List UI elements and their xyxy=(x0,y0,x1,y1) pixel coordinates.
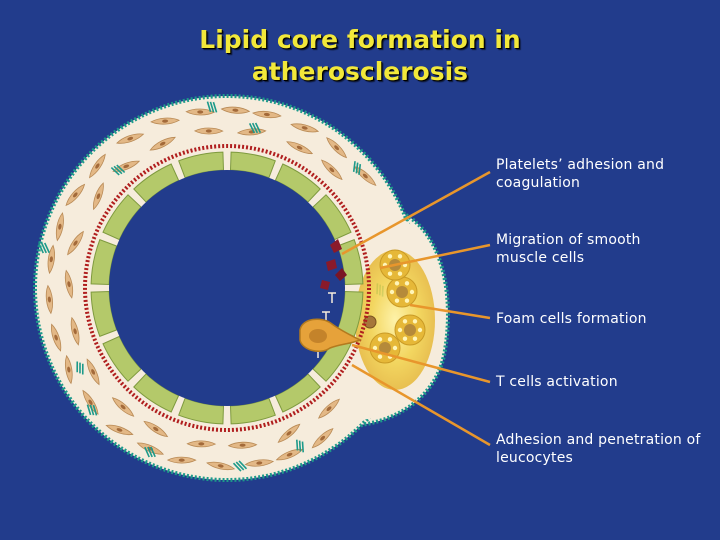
leader-lines xyxy=(341,170,491,447)
smooth-muscle-cell xyxy=(93,182,104,211)
collagen-fiber xyxy=(38,242,50,254)
smooth-muscle-cell xyxy=(244,459,275,467)
label-t-cells: T cells activation xyxy=(496,374,618,390)
smooth-muscle-cell xyxy=(311,428,334,449)
smooth-muscle-cell xyxy=(326,137,348,159)
smooth-muscle-cell xyxy=(86,358,100,386)
smooth-muscle-cell xyxy=(45,284,53,315)
smooth-muscle-cell xyxy=(252,110,282,119)
smooth-muscle-cell xyxy=(286,141,314,155)
platelets xyxy=(320,239,347,290)
smooth-muscle-cell xyxy=(111,397,135,417)
smooth-muscle-cell xyxy=(220,106,251,114)
smooth-muscle-cell xyxy=(50,323,62,352)
smooth-muscle-cell xyxy=(65,354,73,385)
label-adhesion: Adhesion and penetration of leucocytes xyxy=(496,432,701,466)
foam-cell xyxy=(394,314,426,346)
leader-t-cells xyxy=(351,343,491,384)
lipid-core xyxy=(355,249,435,390)
smooth-muscle-cell xyxy=(275,448,304,461)
smooth-muscle-cell xyxy=(185,108,216,116)
collagen-fiber xyxy=(232,460,248,472)
smooth-muscle-cell xyxy=(116,133,145,144)
title-line-2: atherosclerosis xyxy=(251,57,469,86)
slide-title: Lipid core formation in atherosclerosis xyxy=(0,24,720,88)
smooth-muscle-cell xyxy=(143,420,169,438)
label-foam-cells: Foam cells formation xyxy=(496,311,647,327)
smooth-muscle-cell xyxy=(55,212,64,242)
title-line-1: Lipid core formation in xyxy=(199,25,521,54)
smooth-muscle-cell xyxy=(64,269,74,299)
smooth-muscle-cell xyxy=(112,160,141,172)
smooth-muscle-cell xyxy=(318,398,340,419)
collagen-fiber xyxy=(110,164,126,176)
smooth-muscle-cell xyxy=(67,230,84,256)
smooth-muscle-cell xyxy=(206,461,236,471)
collagen-fiber xyxy=(248,122,262,134)
collagen-fiber xyxy=(76,361,84,375)
internal-elastic-lamina xyxy=(83,144,371,432)
smooth-muscle-cell xyxy=(320,159,343,181)
smooth-muscle-cells xyxy=(38,101,384,472)
collagen-fiber xyxy=(206,101,218,113)
smooth-muscle-cell xyxy=(166,456,197,464)
collagen-fiber xyxy=(352,161,362,175)
collagen-fiber xyxy=(86,404,98,416)
collagen-fiber xyxy=(144,446,156,458)
leader-platelets xyxy=(341,170,491,256)
foam-cell xyxy=(386,276,418,308)
smooth-muscle-cell xyxy=(227,441,258,449)
lumen xyxy=(109,170,345,406)
smooth-muscle-cell xyxy=(105,424,134,436)
leader-foam xyxy=(409,303,491,320)
smooth-muscle-cell xyxy=(89,153,106,179)
monocyte xyxy=(363,315,377,329)
smooth-muscle-cell xyxy=(290,123,320,133)
label-platelets: Platelets’ adhesion and coagulation xyxy=(496,157,665,191)
collagen-fiber xyxy=(295,439,305,453)
smooth-muscle-cell xyxy=(186,440,217,448)
foam-cell xyxy=(369,332,401,364)
smooth-muscle-cell xyxy=(65,183,86,207)
smooth-muscle-cell xyxy=(149,136,176,151)
smooth-muscle-cell xyxy=(277,423,301,443)
smooth-muscle-cell xyxy=(193,127,224,135)
smooth-muscle-cell xyxy=(70,316,80,346)
smooth-muscle-cell xyxy=(150,117,180,125)
smooth-muscle-cell xyxy=(47,244,55,275)
leader-adhesion xyxy=(351,363,491,447)
leucocyte xyxy=(299,318,362,352)
leader-migration xyxy=(379,243,491,270)
label-migration: Migration of smooth muscle cells xyxy=(496,232,641,266)
